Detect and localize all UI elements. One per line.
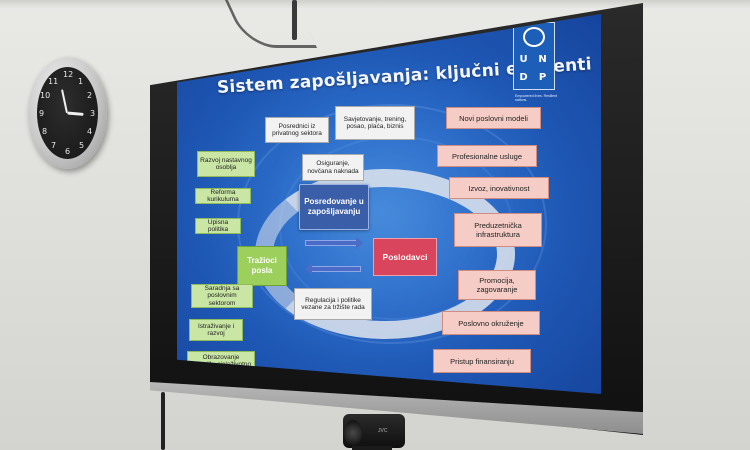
tv-power-cable <box>161 392 165 450</box>
un-emblem-icon <box>523 27 545 47</box>
camcorder-brand: JVC <box>378 428 388 434</box>
arrow-right <box>305 237 363 249</box>
camcorder-lens-icon <box>344 420 362 446</box>
box-posrednici: Posrednici iz privatnog sektora <box>265 117 329 143</box>
ceiling <box>0 0 750 8</box>
tv-screen: Sistem zapošljavanja: ključni elementi U… <box>177 14 601 394</box>
clock-hour-hand <box>67 111 84 116</box>
ceiling-cable <box>292 0 297 40</box>
right-box-3: Izvoz, inovativnost <box>449 177 549 199</box>
right-box-5: Promocija, zagovaranje <box>458 270 536 300</box>
clock-number-1: 1 <box>78 77 84 86</box>
clock-number-5: 5 <box>79 141 85 150</box>
clock-number-8: 8 <box>42 127 48 136</box>
clock-number-2: 2 <box>87 91 93 100</box>
wall-clock: 12 1 2 3 4 5 6 7 8 9 10 11 <box>28 57 107 169</box>
clock-face: 12 1 2 3 4 5 6 7 8 9 10 11 <box>37 67 98 159</box>
right-box-4: Preduzetnička infrastruktura <box>454 213 542 247</box>
clock-number-6: 6 <box>65 147 71 156</box>
box-savjetovanje: Savjetovanje, trening, posao, plaća, biz… <box>335 106 415 140</box>
employers-box: Poslodavci <box>373 238 437 276</box>
right-box-7: Pristup finansiranju <box>433 349 531 373</box>
camcorder-base <box>352 446 392 450</box>
clock-number-11: 11 <box>48 77 59 86</box>
clock-number-9: 9 <box>39 109 45 118</box>
clock-number-12: 12 <box>63 70 74 79</box>
job-seekers-box: Tražioci posla <box>237 246 287 286</box>
logo-letter: D <box>519 72 528 83</box>
right-box-2: Profesionalne usluge <box>437 145 537 167</box>
box-osiguranje: Osiguranje, novčana naknada <box>302 154 364 181</box>
left-box-4: Saradnja sa poslovnim sektorom <box>191 284 253 308</box>
center-posredovanje: Posredovanje u zapošljavanju <box>299 184 369 230</box>
left-box-1: Razvoj nastavnog osoblja <box>197 151 255 177</box>
clock-number-7: 7 <box>51 141 57 150</box>
right-box-1: Novi poslovni modeli <box>446 107 541 129</box>
clock-number-10: 10 <box>40 91 51 100</box>
undp-tagline: Empowered lives. Resilient nations. <box>515 94 558 102</box>
clock-number-4: 4 <box>87 127 93 136</box>
logo-letter: U <box>519 54 528 65</box>
box-regulacija: Regulacija i politike vezane za tržište … <box>294 288 372 320</box>
right-box-6: Poslovno okruženje <box>442 311 540 335</box>
arrow-left <box>305 263 361 275</box>
left-box-3: Upisna politika <box>195 218 241 234</box>
clock-number-3: 3 <box>90 109 96 118</box>
slide-title: Sistem zapošljavanja: ključni elementi <box>216 54 593 98</box>
left-box-2: Reforma kurikuluma <box>195 188 251 204</box>
left-box-5: Istraživanje i razvoj <box>189 319 243 341</box>
clock-minute-hand <box>61 89 68 114</box>
logo-letter: P <box>538 72 547 83</box>
logo-letter: N <box>538 54 547 65</box>
